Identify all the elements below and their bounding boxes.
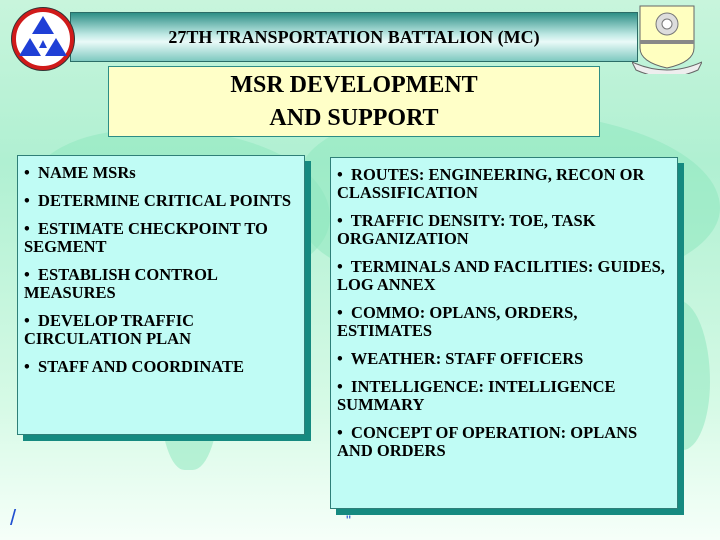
list-item: • INTELLIGENCE: INTELLIGENCE SUMMARY xyxy=(337,377,616,414)
list-item: • ESTABLISH CONTROL MEASURES xyxy=(24,265,217,302)
crest-logo xyxy=(630,4,704,78)
title-line-1: MSR DEVELOPMENT xyxy=(230,72,478,98)
item-text: CONCEPT OF OPERATION: OPLANS AND ORDERS xyxy=(337,423,638,460)
item-text: WEATHER: STAFF OFFICERS xyxy=(350,349,584,368)
list-item: • DEVELOP TRAFFIC CIRCULATION PLAN xyxy=(24,311,195,348)
crest-icon xyxy=(630,5,704,78)
slide-title: MSR DEVELOPMENT AND SUPPORT xyxy=(108,66,600,137)
triangle-insignia-icon xyxy=(19,16,67,56)
list-item: • ROUTES: ENGINEERING, RECON OR CLASSIFI… xyxy=(337,165,645,202)
item-text: TERMINALS AND FACILITIES: GUIDES, LOG AN… xyxy=(337,257,665,294)
left-bullet-box: • NAME MSRs • DETERMINE CRITICAL POINTS … xyxy=(17,155,305,435)
item-text: DEVELOP TRAFFIC CIRCULATION PLAN xyxy=(24,311,195,348)
item-text: ROUTES: ENGINEERING, RECON OR CLASSIFICA… xyxy=(337,165,645,202)
list-item: • COMMO: OPLANS, ORDERS, ESTIMATES xyxy=(337,303,578,340)
item-text: DETERMINE CRITICAL POINTS xyxy=(38,191,292,210)
list-item: • NAME MSRs xyxy=(24,163,136,182)
item-text: COMMO: OPLANS, ORDERS, ESTIMATES xyxy=(337,303,578,340)
list-item: • ESTIMATE CHECKPOINT TO SEGMENT xyxy=(24,219,268,256)
header-bar: 27TH TRANSPORTATION BATTALION (MC) xyxy=(70,12,638,62)
footer-mark-left: / xyxy=(10,505,17,530)
item-text: TRAFFIC DENSITY: TOE, TASK ORGANIZATION xyxy=(337,211,596,248)
title-line-2: AND SUPPORT xyxy=(269,105,439,131)
item-text: STAFF AND COORDINATE xyxy=(38,357,244,376)
right-bullet-box: • ROUTES: ENGINEERING, RECON OR CLASSIFI… xyxy=(330,157,678,509)
list-item: • TRAFFIC DENSITY: TOE, TASK ORGANIZATIO… xyxy=(337,211,596,248)
item-text: ESTIMATE CHECKPOINT TO SEGMENT xyxy=(24,219,268,256)
list-item: • STAFF AND COORDINATE xyxy=(24,357,244,376)
item-text: NAME MSRs xyxy=(38,163,136,182)
header-title: 27TH TRANSPORTATION BATTALION (MC) xyxy=(168,26,540,47)
list-item: • DETERMINE CRITICAL POINTS xyxy=(24,191,292,210)
list-item: • CONCEPT OF OPERATION: OPLANS AND ORDER… xyxy=(337,423,638,460)
list-item: • TERMINALS AND FACILITIES: GUIDES, LOG … xyxy=(337,257,665,294)
item-text: ESTABLISH CONTROL MEASURES xyxy=(24,265,217,302)
footer-mark-center: " xyxy=(346,512,351,528)
battalion-logo xyxy=(12,8,74,70)
list-item: • WEATHER: STAFF OFFICERS xyxy=(337,349,584,368)
item-text: INTELLIGENCE: INTELLIGENCE SUMMARY xyxy=(337,377,616,414)
